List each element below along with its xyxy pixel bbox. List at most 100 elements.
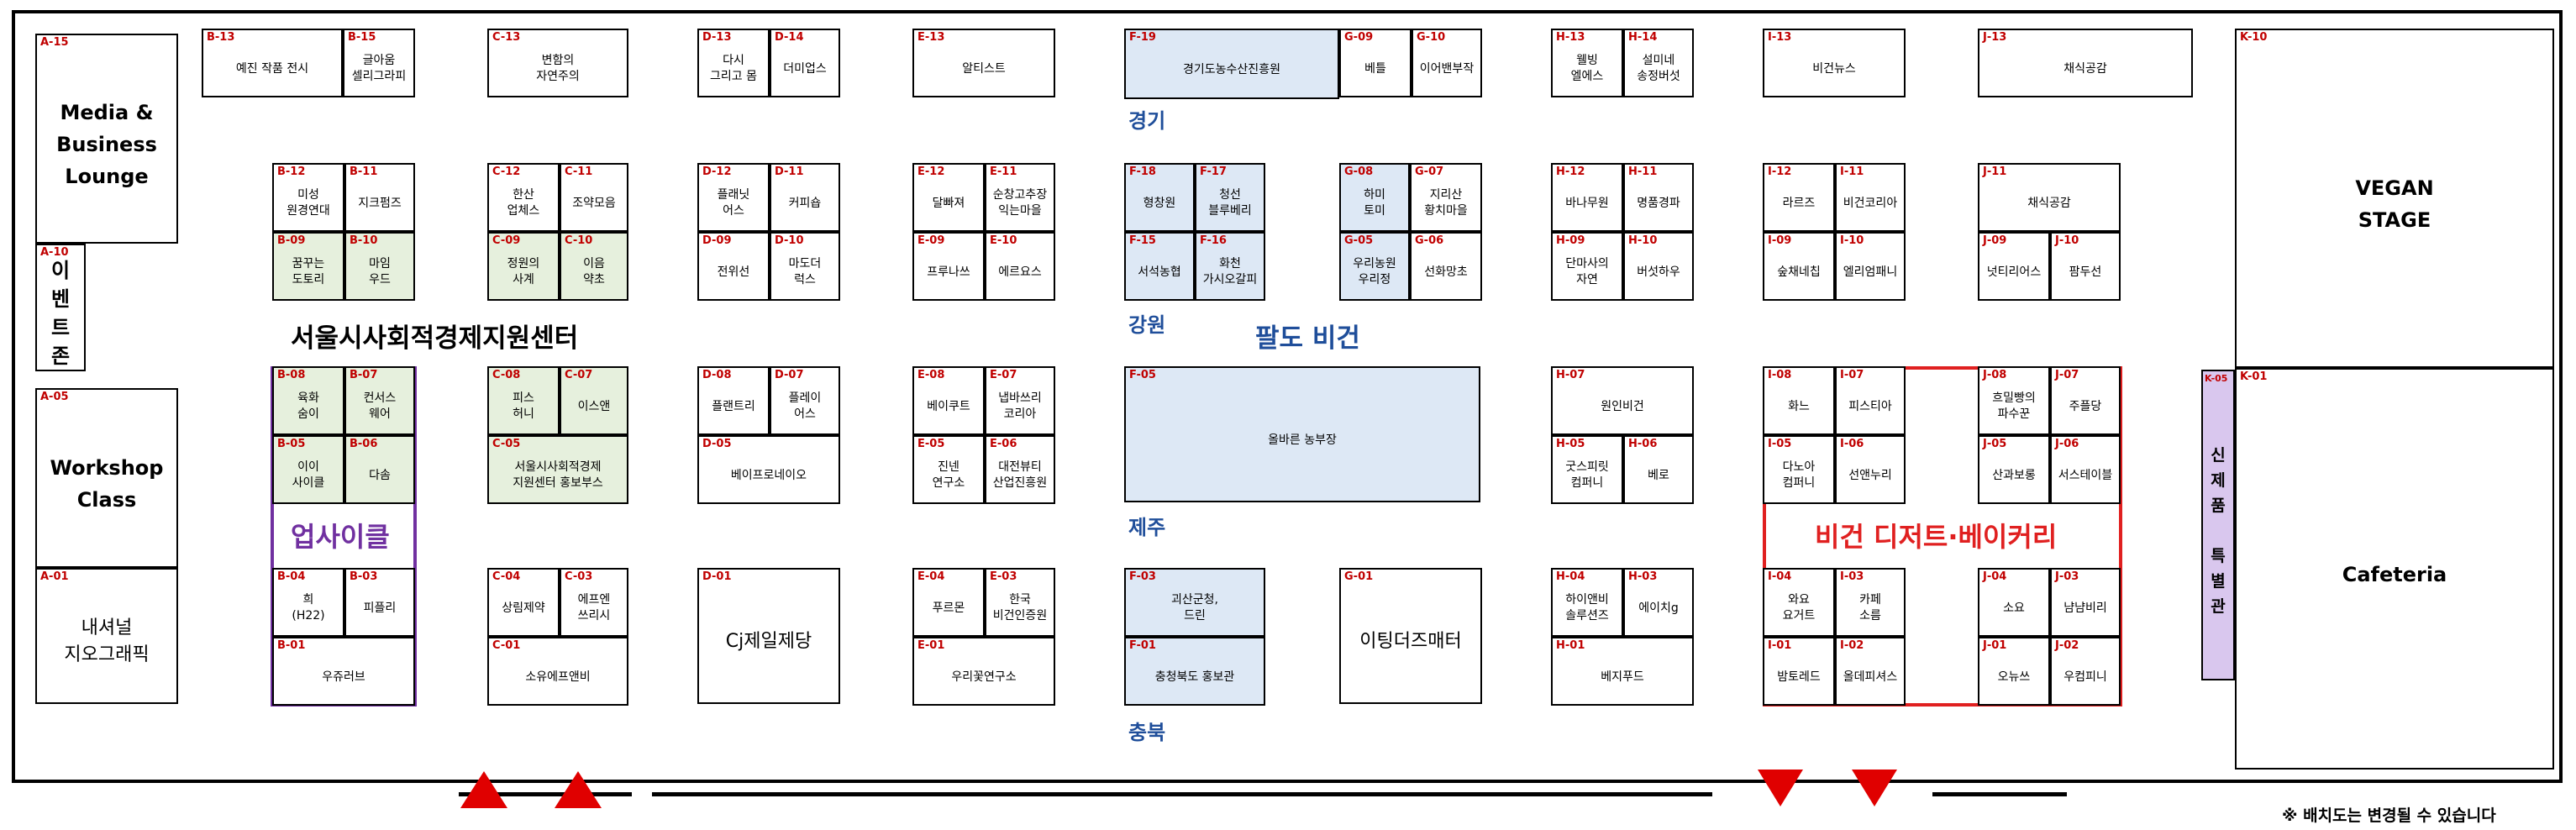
booth-code: E-12 bbox=[917, 165, 945, 178]
booth-name: 엘리엄패니 bbox=[1843, 265, 1898, 279]
booth-code: H-11 bbox=[1628, 165, 1658, 178]
bottom-wall-middle bbox=[652, 792, 1712, 796]
booth-name: 버섯하우 bbox=[1637, 265, 1680, 279]
booth-name: 지크펌즈 bbox=[358, 196, 402, 210]
booth-code: A-01 bbox=[40, 570, 69, 583]
booth-name: 피플리 bbox=[363, 601, 397, 615]
booth-code: J-02 bbox=[2055, 639, 2079, 652]
booth-code: B-07 bbox=[350, 369, 378, 381]
booth-code: B-09 bbox=[277, 234, 306, 247]
booth-g-01: G-01 이팅더즈매터 bbox=[1339, 568, 1482, 704]
booth-name: 냠냠비리 bbox=[2063, 601, 2107, 615]
booth-code: B-10 bbox=[350, 234, 378, 247]
booth-code: E-08 bbox=[917, 369, 945, 381]
booth-code: A-10 bbox=[40, 246, 69, 259]
booth-name: 웰빙 엘에스 bbox=[1570, 54, 1604, 83]
booth-code: I-07 bbox=[1840, 369, 1864, 381]
booth-code: J-10 bbox=[2055, 234, 2079, 247]
booth-name: 바나무원 bbox=[1565, 196, 1609, 210]
booth-code: J-08 bbox=[1983, 369, 2007, 381]
booth-name: 이팅더즈매터 bbox=[1359, 631, 1462, 652]
booth-code: F-01 bbox=[1129, 639, 1156, 652]
booth-code: H-07 bbox=[1556, 369, 1585, 381]
booth-code: C-11 bbox=[565, 165, 593, 178]
booth-code: J-03 bbox=[2055, 570, 2079, 583]
booth-name: 비건뉴스 bbox=[1812, 61, 1856, 76]
booth-name: 이스앤 bbox=[577, 399, 611, 413]
booth-name: 설미네 송정버섯 bbox=[1637, 54, 1680, 83]
booth-name: 올데피셔스 bbox=[1843, 670, 1898, 684]
booth-name: 순창고추장 익는마을 bbox=[992, 188, 1048, 218]
booth-name: 전위선 bbox=[717, 265, 750, 279]
booth-code: E-01 bbox=[917, 639, 945, 652]
zone-label-seoul: 서울시사회적경제지원센터 bbox=[291, 323, 579, 354]
booth-name: 꿈꾸는 도토리 bbox=[292, 257, 325, 286]
booth-name: 한국 비건인증원 bbox=[992, 593, 1048, 622]
zone-label-paldo: 팔도 비건 bbox=[1255, 323, 1360, 354]
booth-code: A-15 bbox=[40, 36, 69, 49]
zone-label-jeju: 제주 bbox=[1128, 516, 1166, 539]
zone-label-upcycle: 업사이클 bbox=[291, 521, 390, 553]
booth-name: 오뉴쓰 bbox=[1997, 670, 2031, 684]
zone-label-dessert: 비건 디저트·베이커리 bbox=[1815, 521, 2058, 553]
booth-code: H-03 bbox=[1628, 570, 1658, 583]
zone-label-chungbuk: 충북 bbox=[1128, 721, 1166, 744]
booth-name: 우리농원 우리정 bbox=[1353, 257, 1396, 286]
booth-code: B-13 bbox=[207, 31, 235, 44]
booth-b-09: B-09 꿈꾸는 도토리 bbox=[272, 232, 344, 301]
layout-change-note: ※ 배치도는 변경될 수 있습니다 bbox=[2282, 806, 2496, 825]
booth-name: Media & Business Lounge bbox=[56, 101, 157, 188]
booth-name: 이이 사이클 bbox=[292, 460, 325, 490]
booth-name: 다솜 bbox=[369, 468, 391, 482]
booth-name: 진넨 연구소 bbox=[932, 460, 965, 490]
booth-name: 괴산군청, 드린 bbox=[1171, 593, 1218, 622]
booth-name: 마임 우드 bbox=[369, 257, 391, 286]
booth-code: G-01 bbox=[1344, 570, 1374, 583]
booth-code: H-04 bbox=[1556, 570, 1585, 583]
booth-name: 플랜트리 bbox=[712, 399, 755, 413]
booth-code: G-06 bbox=[1415, 234, 1444, 247]
booth-name: 하미 토미 bbox=[1364, 188, 1385, 218]
booth-code: A-05 bbox=[40, 391, 69, 403]
booth-name: 우리꽃연구소 bbox=[951, 670, 1017, 684]
booth-name: 달빠져 bbox=[932, 196, 965, 210]
booth-code: I-08 bbox=[1768, 369, 1792, 381]
booth-name: Cafeteria bbox=[2342, 563, 2447, 586]
booth-name: 단마사의 자연 bbox=[1565, 257, 1609, 286]
booth-code: J-05 bbox=[1983, 438, 2007, 450]
